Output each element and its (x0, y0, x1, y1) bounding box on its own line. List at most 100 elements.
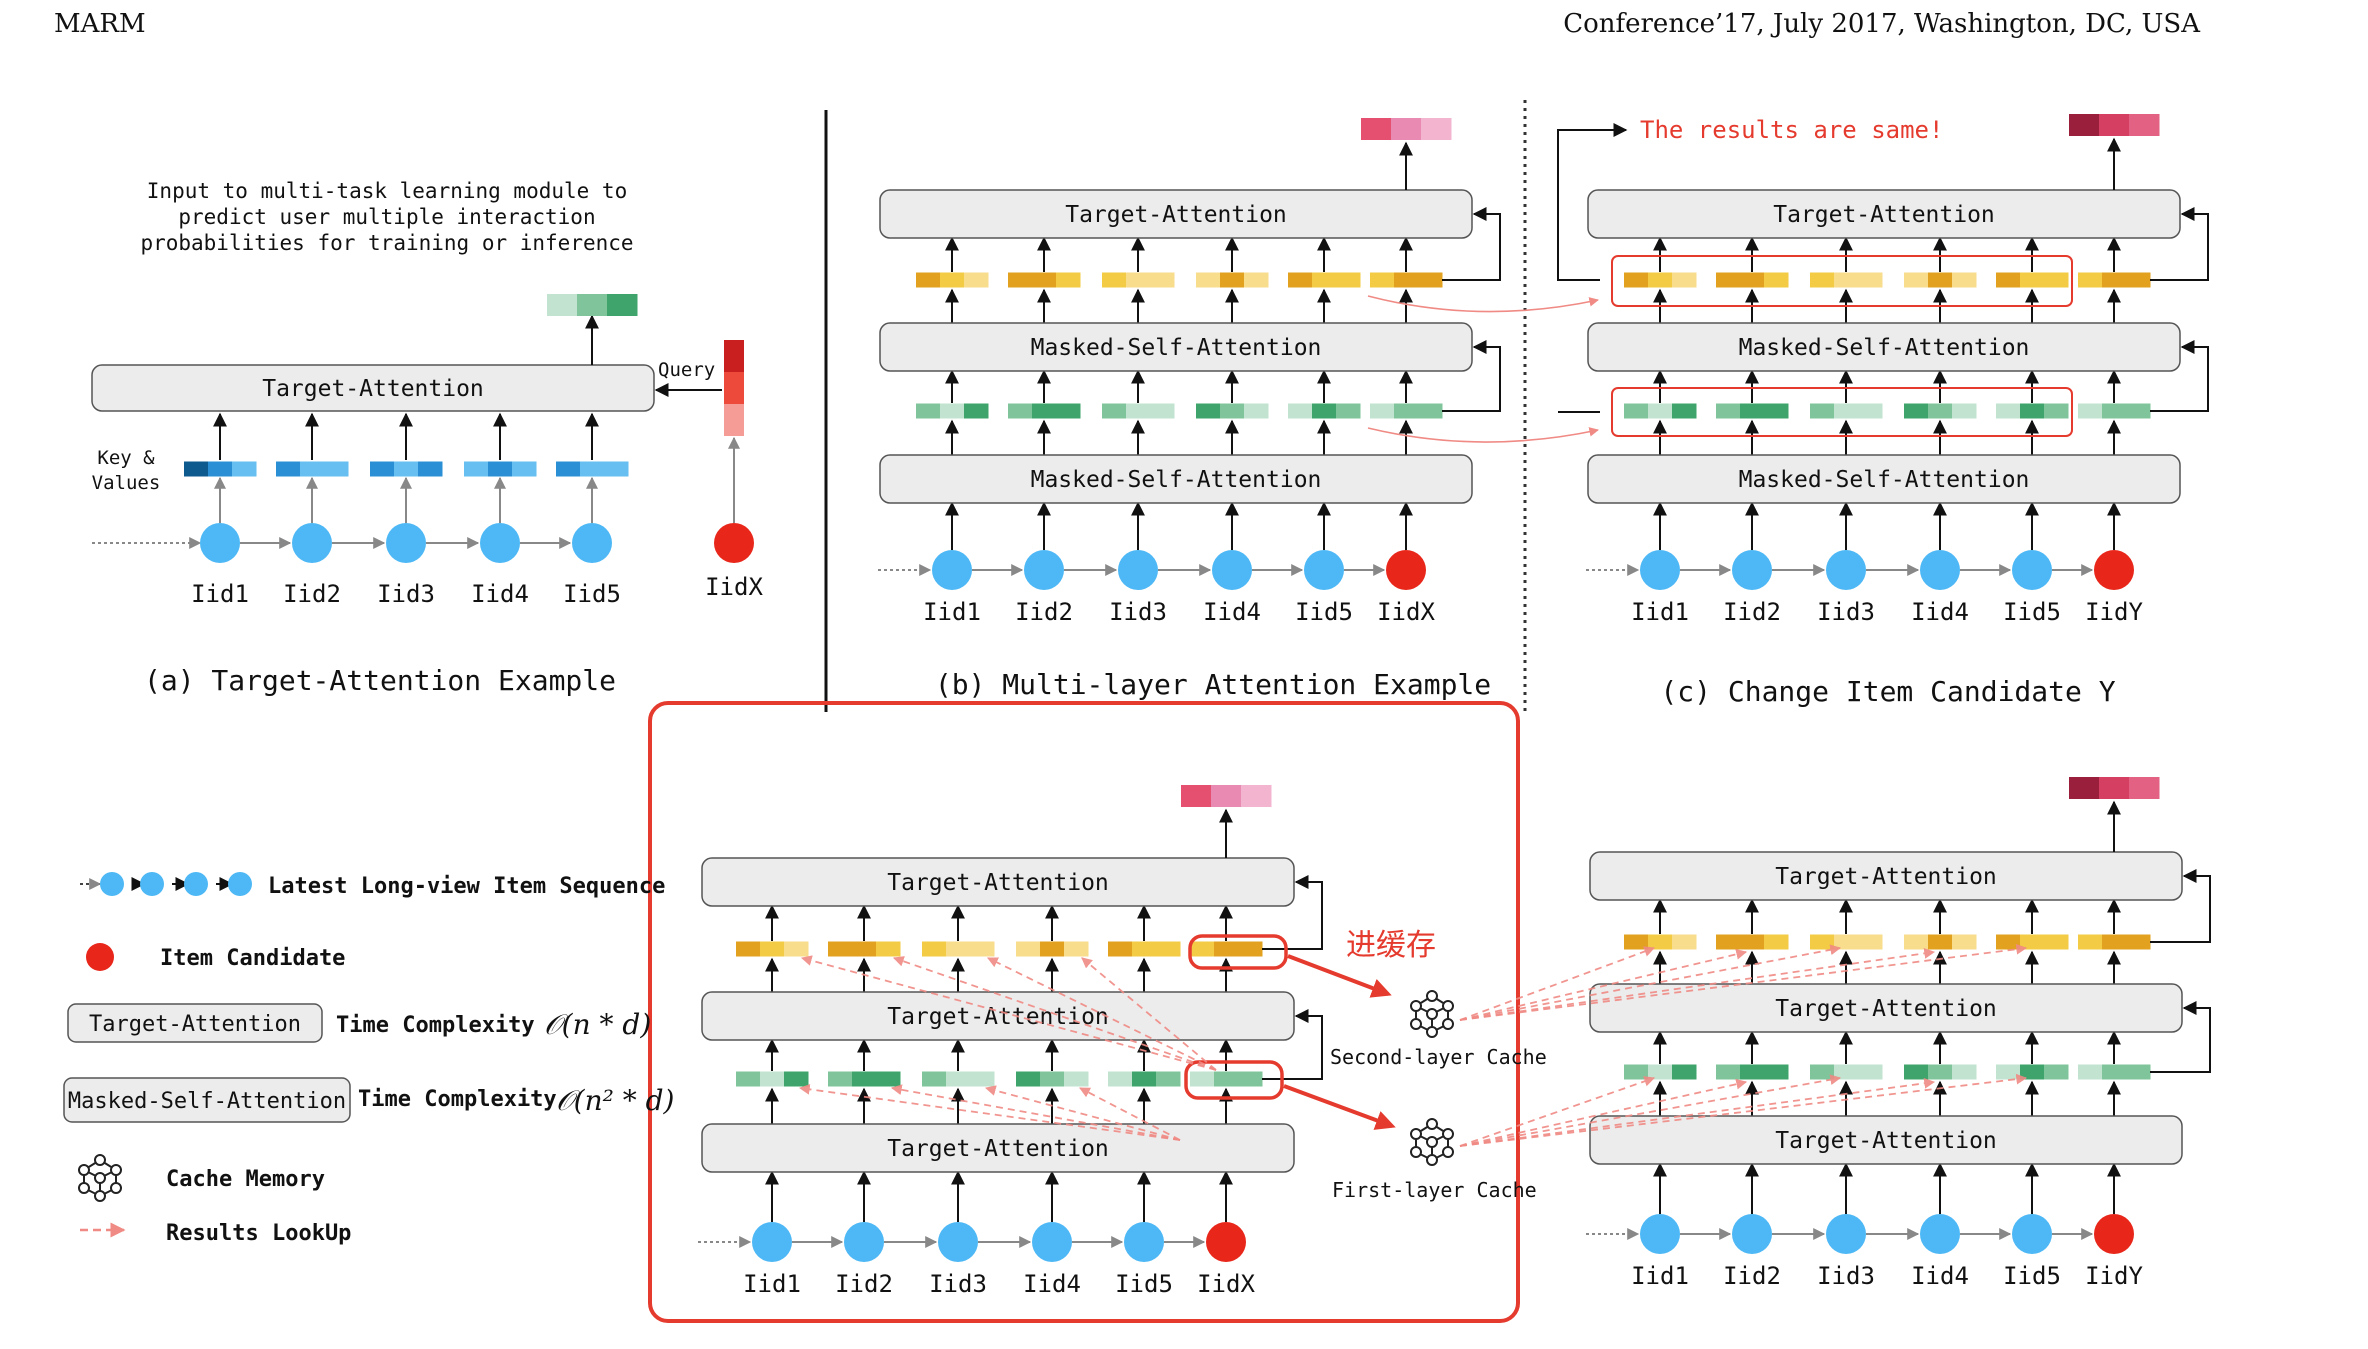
a-node-1 (200, 523, 240, 563)
c-l1vec-5-cell-1 (2020, 403, 2045, 419)
e-node-2 (1732, 1214, 1772, 1254)
e-l1vec-2-cell-2 (1764, 1064, 1789, 1080)
b-top-box (879, 189, 1473, 239)
a-label-iid5: Iid5 (563, 580, 621, 608)
c-low-box-label: Masked-Self-Attention (1739, 467, 2030, 493)
c-node-1 (1640, 550, 1680, 590)
a-query-vec-cell-0 (724, 340, 744, 372)
d-l2vec-3-cell-1 (946, 941, 971, 957)
e-top-skip (2150, 869, 2211, 943)
c-output-vec-cell-2 (2129, 114, 2160, 136)
e-lookup-bottom-1 (1459, 1076, 1656, 1147)
a-keyvec-5-cell-1 (580, 461, 605, 477)
b-l2vec-5-cell-1 (1312, 272, 1337, 288)
e-l2vec-3-cell-0 (1810, 934, 1835, 950)
e-l2vec-2-cell-0 (1716, 934, 1741, 950)
input-note-line1: Input to multi-task learning module to (147, 179, 627, 203)
legend-cache-icon-node (78, 1164, 90, 1176)
d-l1vec-3-cell-2 (970, 1071, 995, 1087)
legend: Latest Long-view Item Sequence Item Cand… (63, 874, 674, 1246)
first-layer-cache-icon-node (1426, 1136, 1438, 1148)
d-top-skip (1262, 875, 1323, 950)
legend-seq-node-3 (184, 872, 208, 896)
c-l2vec-1-cell-0 (1624, 272, 1649, 288)
c-label-candidate: IidY (2085, 598, 2143, 626)
d-node-2 (844, 1222, 884, 1262)
second-layer-cache-icon-node (1442, 1018, 1454, 1030)
d-l2vec-6-cell-0 (1190, 941, 1215, 957)
b-l2vec-6-cell-2 (1418, 272, 1443, 288)
e-lookup-top-2 (1459, 948, 1748, 1021)
d-low-box (701, 1123, 1295, 1173)
d-l1vec-5-cell-2 (1156, 1071, 1181, 1087)
e-l2vec-6-cell-2 (2126, 934, 2151, 950)
d-l2vec-4-cell-1 (1040, 941, 1065, 957)
d-l2vec-5-cell-0 (1108, 941, 1133, 957)
a-keyvec-5-cell-2 (604, 461, 629, 477)
e-l2vec-4-cell-1 (1928, 934, 1953, 950)
first-layer-cache-icon-node (1410, 1128, 1422, 1140)
c-l1vec-6-cell-2 (2126, 403, 2151, 419)
b-output-vec-cell-0 (1361, 118, 1392, 140)
b-l2vec-3-cell-2 (1150, 272, 1175, 288)
c-low-box (1587, 454, 2181, 504)
c-l1vec-2-cell-0 (1716, 403, 1741, 419)
e-l1vec-1-cell-2 (1672, 1064, 1697, 1080)
a-keyvec-1-cell-1 (208, 461, 233, 477)
b-mid-box-label: Masked-Self-Attention (1031, 335, 1322, 361)
d-mid-box-label: Target-Attention (887, 1004, 1109, 1030)
b-l2vec-2-cell-2 (1056, 272, 1081, 288)
e-top-box-label: Target-Attention (1775, 864, 1997, 890)
d-l1vec-6-cell-1 (1214, 1071, 1239, 1087)
a-label-iid3: Iid3 (377, 580, 435, 608)
b-l1vec-1-cell-1 (940, 403, 965, 419)
d-output-vec-cell-0 (1181, 785, 1212, 807)
legend-candidate-node (86, 943, 114, 971)
e-lookup-bottom-4 (1459, 1077, 1936, 1147)
c-candidate-node (2094, 550, 2134, 590)
legend-msa-box (63, 1077, 351, 1123)
key-values-label-1: Key & (97, 447, 155, 469)
legend-sequence-label: Latest Long-view Item Sequence (268, 874, 665, 899)
d-low-box-label: Target-Attention (887, 1136, 1109, 1162)
b-l2vec-4-cell-0 (1196, 272, 1221, 288)
e-l1vec-1-cell-0 (1624, 1064, 1649, 1080)
first-layer-cache-label: First-layer Cache (1332, 1178, 1537, 1202)
c-mid-box-label: Masked-Self-Attention (1739, 335, 2030, 361)
c-l1vec-4-cell-0 (1904, 403, 1929, 419)
b-l1vec-5-cell-1 (1312, 403, 1337, 419)
b-l1vec-4-cell-1 (1220, 403, 1245, 419)
a-keyvec-2-cell-0 (276, 461, 301, 477)
e-l1vec-3-cell-0 (1810, 1064, 1835, 1080)
e-mid-box-label: Target-Attention (1775, 996, 1997, 1022)
d-label-iid1: Iid1 (743, 1270, 801, 1298)
a-keyvec-4-cell-2 (512, 461, 537, 477)
legend-cache-icon-node (94, 1172, 106, 1184)
a-candidate-node (714, 523, 754, 563)
d-label-candidate: IidX (1197, 1270, 1255, 1298)
e-l1vec-1-cell-1 (1648, 1064, 1673, 1080)
e-l1vec-3-cell-1 (1834, 1064, 1859, 1080)
same-results-note: The results are same! (1640, 116, 1943, 144)
a-label-idx: IidX (705, 573, 763, 601)
d-l2vec-3-cell-0 (922, 941, 947, 957)
d-l2vec-6-cell-2 (1238, 941, 1263, 957)
b-l1vec-5-cell-2 (1336, 403, 1361, 419)
d-lookup-bottom-3 (984, 1085, 1181, 1141)
first-layer-cache-icon-node (1442, 1128, 1454, 1140)
d-to-cache1-arrow (1283, 1084, 1396, 1130)
b-l2vec-6-cell-1 (1394, 272, 1419, 288)
c-l2vec-3-cell-0 (1810, 272, 1835, 288)
e-node-1 (1640, 1214, 1680, 1254)
c-l2vec-2-cell-1 (1740, 272, 1765, 288)
c-l1vec-4-cell-1 (1928, 403, 1953, 419)
c-l2vec-6-cell-2 (2126, 272, 2151, 288)
d-l2vec-5-cell-1 (1132, 941, 1157, 957)
e-l1vec-4-cell-1 (1928, 1064, 1953, 1080)
c-l1vec-5-cell-2 (2044, 403, 2069, 419)
b-l1vec-2-cell-0 (1008, 403, 1033, 419)
d-l2vec-2-cell-0 (828, 941, 853, 957)
second-layer-cache-icon-node (1410, 1000, 1422, 1012)
a-query-vec-cell-1 (724, 372, 744, 404)
